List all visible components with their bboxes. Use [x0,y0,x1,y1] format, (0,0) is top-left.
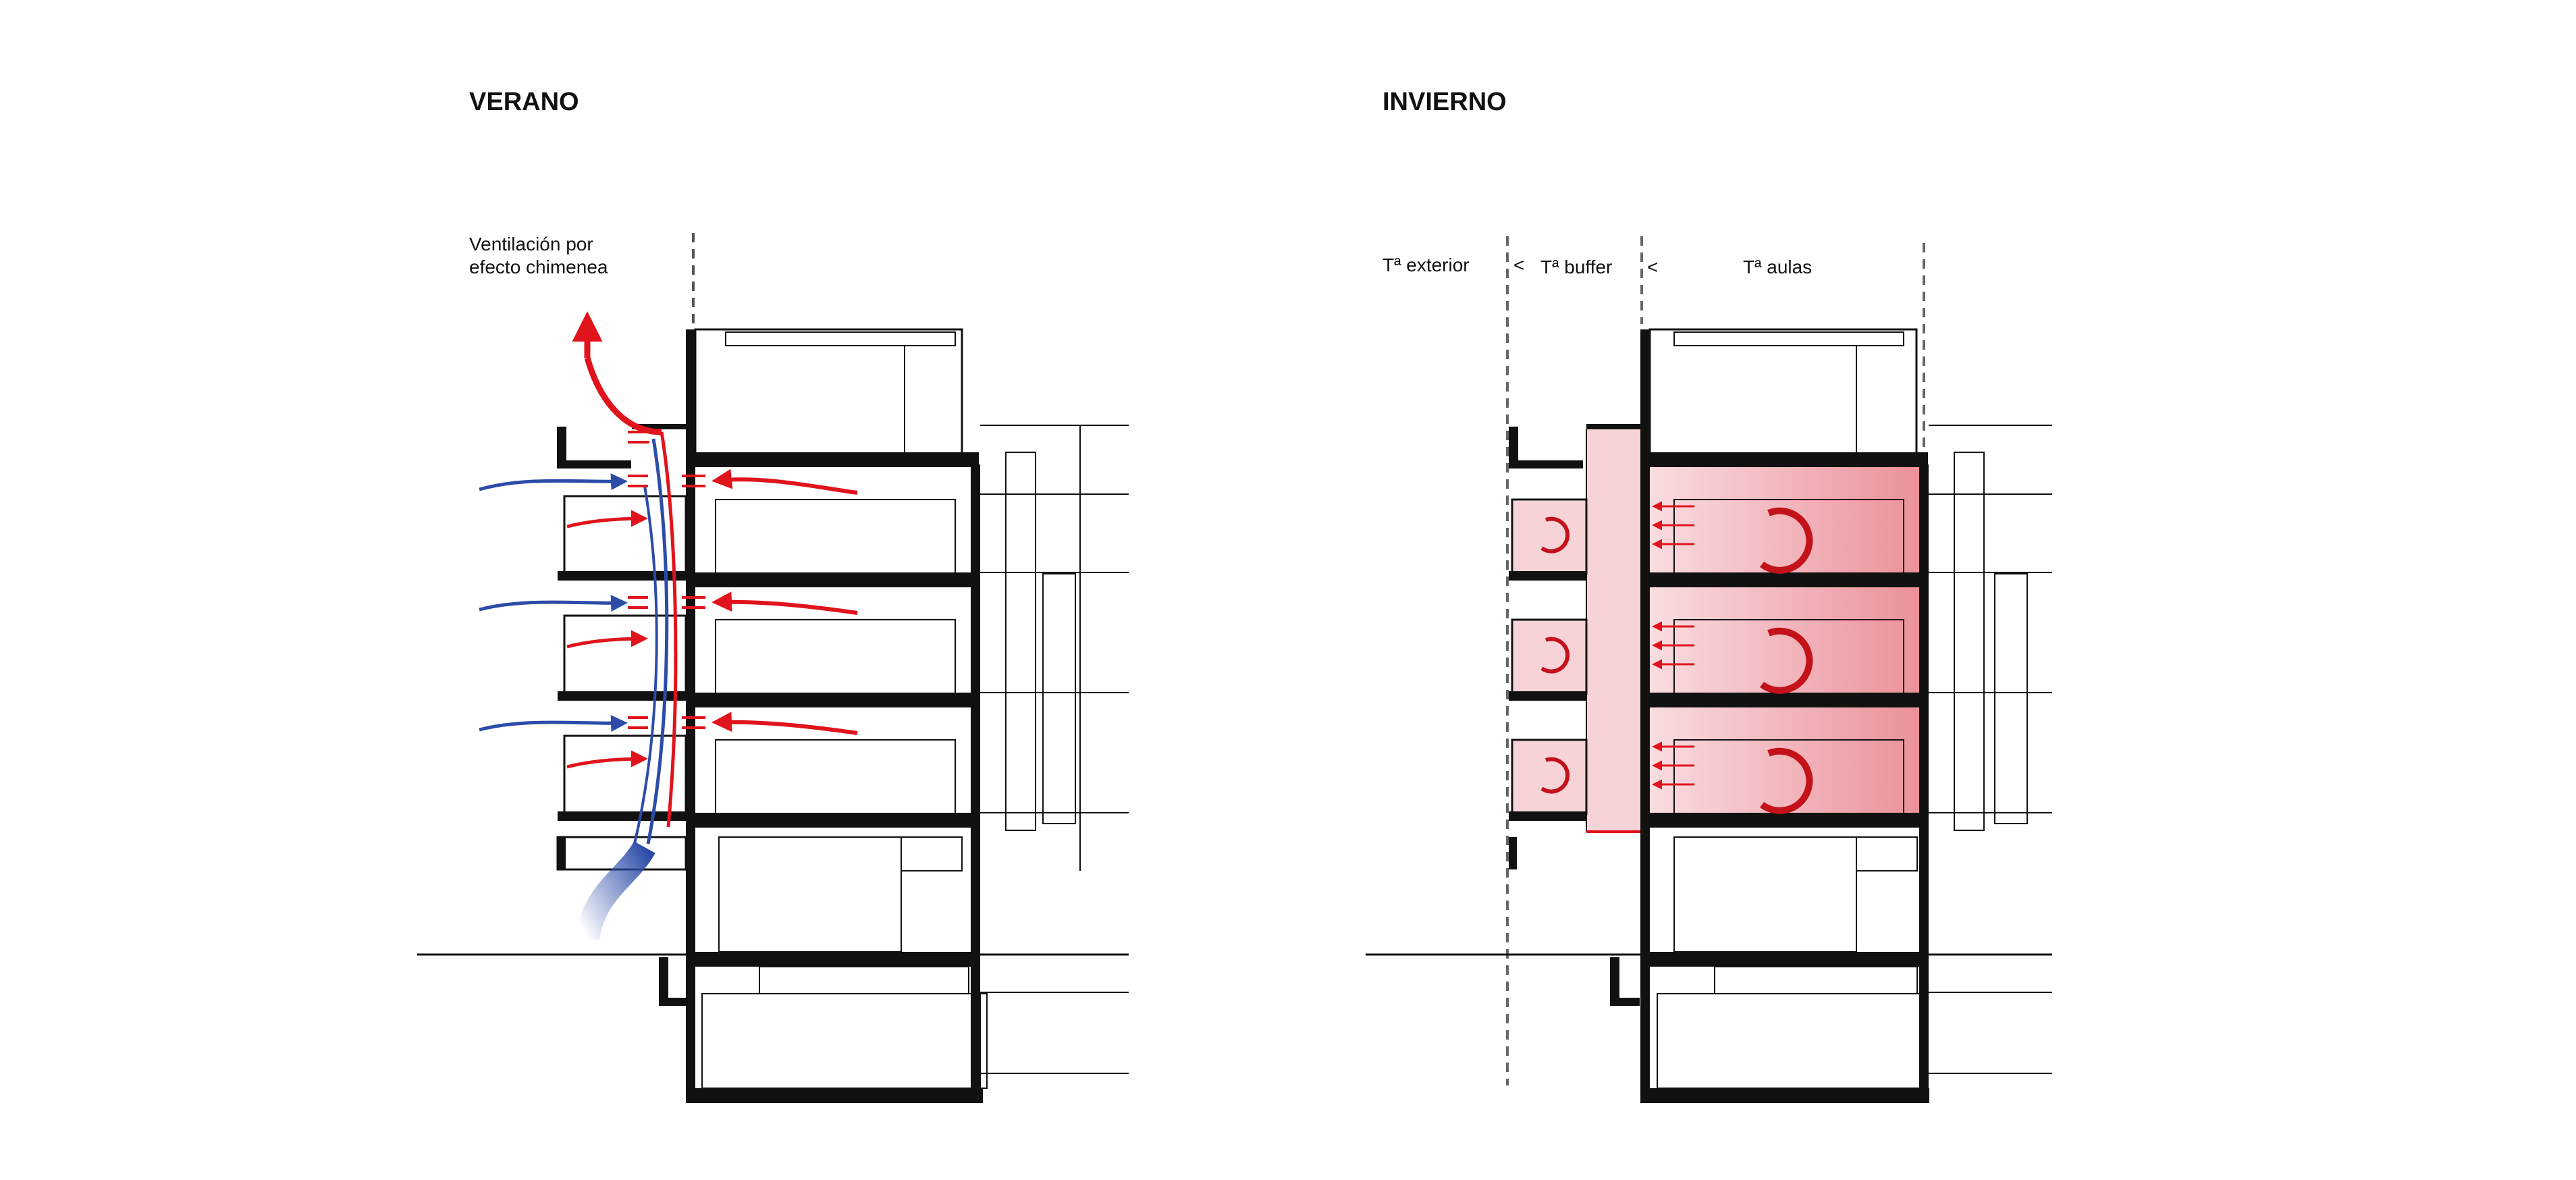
circular-airflow-icon [1760,627,1813,694]
warm-air-arrow-floor2a [566,630,648,649]
chimney-blue-rise-1 [646,438,669,844]
winter-title: INVIERNO [1383,88,1507,116]
classroom-fills [1648,467,1925,813]
cool-air-arrow-floor3 [479,715,628,732]
circular-airflow-icon [1540,516,1570,554]
warm-air-arrow-floor3a [566,750,648,769]
warm-air-arrow-floor3b [712,712,858,735]
balconies [556,424,689,1006]
winter-building-structure [1509,328,2052,1103]
chimney-red-rise [660,431,678,828]
summer-vents [628,431,705,729]
circular-airflow-icon [1760,507,1813,574]
label-aulas: Tª aulas [1743,257,1812,277]
warm-air-arrow-floor1b [712,468,858,495]
label-exterior: Tª exterior [1383,254,1470,275]
cool-air-arrow-floor2 [479,595,628,612]
winter-section: INVIERNO Tª exterior < Tª buffer < Tª au… [1366,88,2052,1103]
chimney-exhaust-arrow [584,356,662,435]
separator-2: < [1647,257,1658,277]
circular-airflow-icon [1540,757,1570,794]
buffer-zone-fills [1512,427,1640,832]
building-structure [686,328,1129,1103]
label-buffer: Tª buffer [1540,257,1612,277]
circulation-arrows [1540,507,1813,814]
summer-annotation-line1: Ventilación por [469,234,593,254]
ground-intake-arrow [575,840,655,941]
winter-inflow-arrows [1652,501,1694,790]
cool-air-arrow-floor1 [479,473,628,491]
chimney-blue-rise-2 [633,485,658,844]
warm-air-arrow-floor1a [566,510,648,529]
summer-annotation-line2: efecto chimenea [469,257,608,277]
circular-airflow-icon [1540,637,1570,674]
warm-air-arrow-floor2b [712,591,858,615]
summer-title: VERANO [469,88,579,116]
summer-section: VERANO Ventilación por efecto chimenea [417,88,1129,1103]
circular-airflow-icon [1760,747,1813,814]
separator-1: < [1513,254,1524,275]
summer-floor-arrows [479,468,858,769]
